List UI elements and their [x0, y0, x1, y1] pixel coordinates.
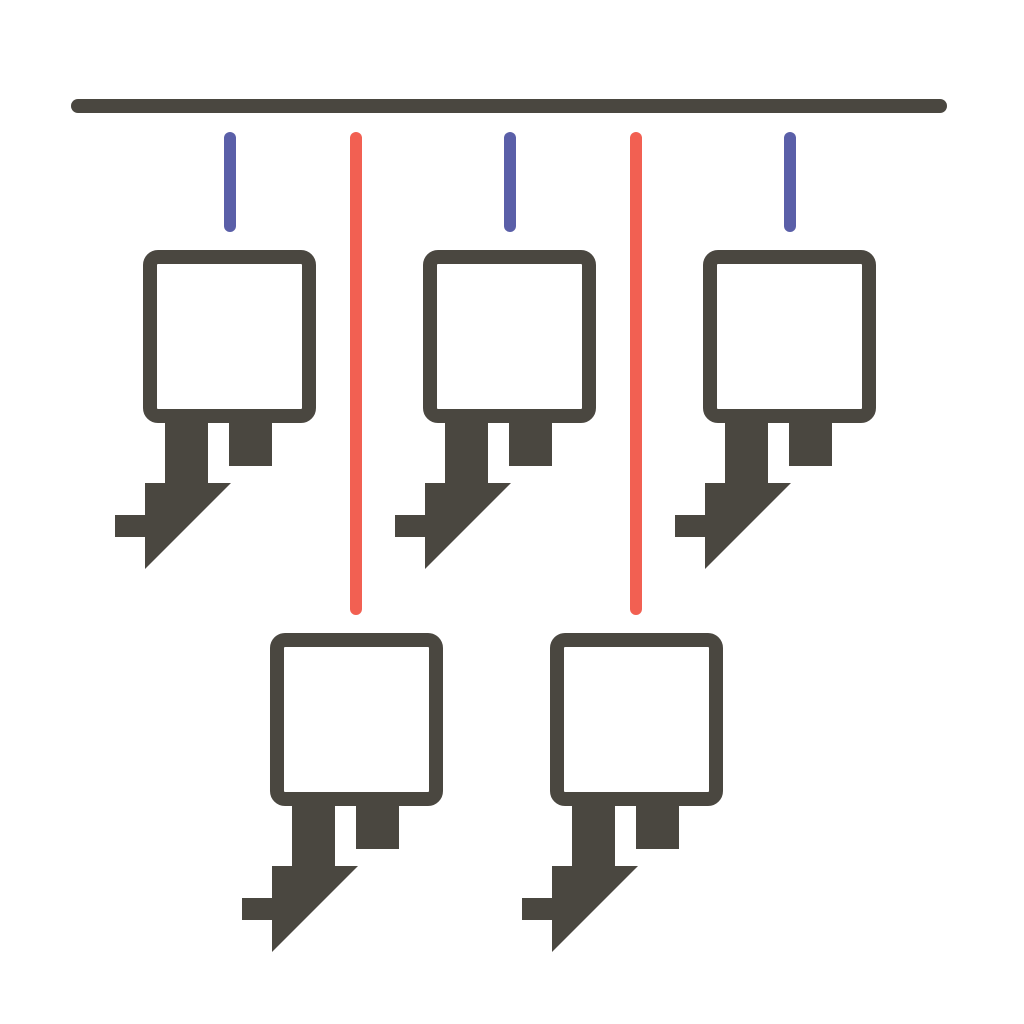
device-tab [509, 422, 552, 466]
device-unit [395, 250, 596, 569]
device-screen [703, 250, 876, 423]
device-unit [115, 250, 316, 569]
arrow-stem [242, 805, 358, 952]
arrow-stem [675, 422, 791, 569]
device-tab [789, 422, 832, 466]
device-tab [229, 422, 272, 466]
device-unit [242, 633, 443, 952]
device-tab [636, 805, 679, 849]
device-screen [423, 250, 596, 423]
arrow-stem [522, 805, 638, 952]
device-tab [356, 805, 399, 849]
device-screen [550, 633, 723, 806]
arrow-stem [115, 422, 231, 569]
device-unit [522, 633, 723, 952]
device-screen [143, 250, 316, 423]
device-unit [675, 250, 876, 569]
arrow-stem [395, 422, 511, 569]
device-screen [270, 633, 443, 806]
